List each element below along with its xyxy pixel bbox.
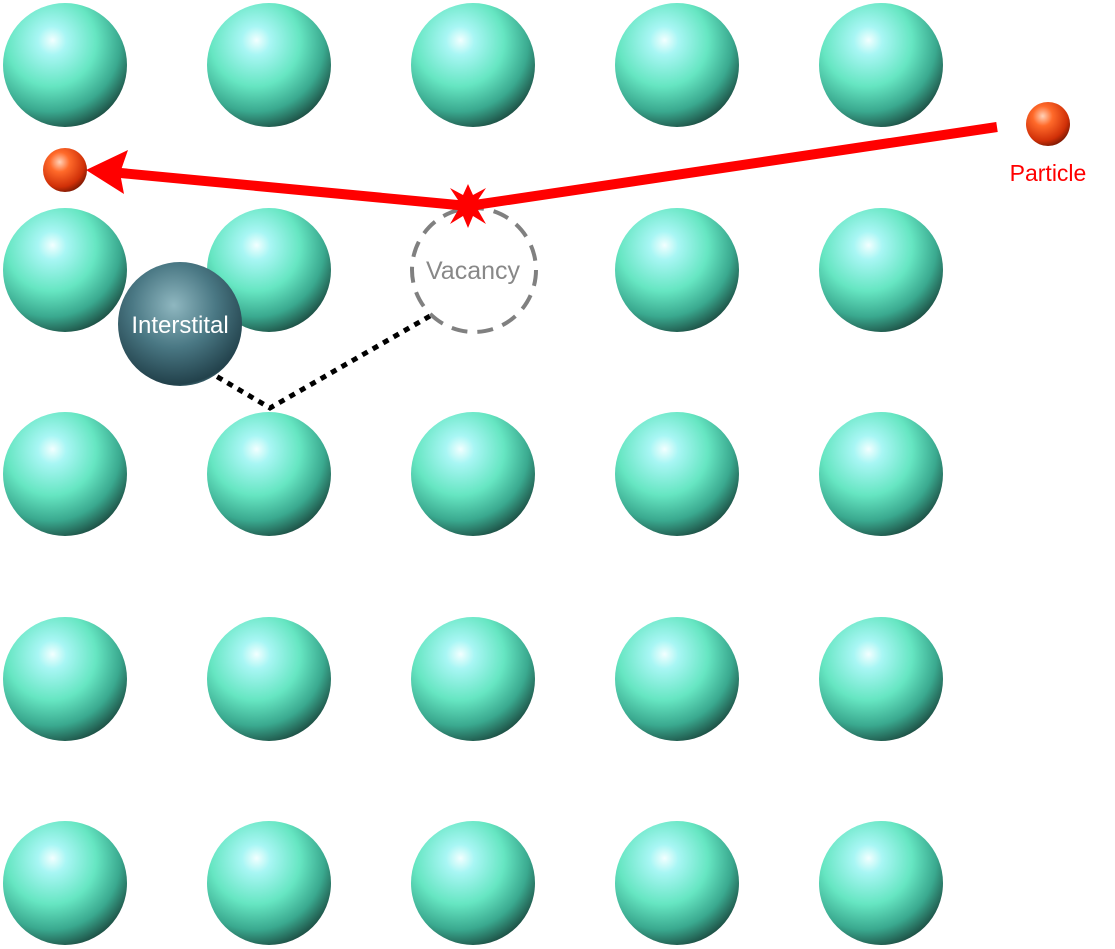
vacancy-label: Vacancy [426,257,521,285]
lattice-atom [3,617,127,741]
lattice-atom [615,412,739,536]
trajectory-incoming [467,122,998,211]
lattice-atoms [3,3,943,945]
displacement-path [214,313,432,411]
lattice-atom [819,208,943,332]
lattice-atom [411,412,535,536]
interstitial-atom: Interstital [118,262,242,386]
lattice-atom [207,3,331,127]
lattice-atom [819,617,943,741]
lattice-atom [615,617,739,741]
lattice-atom [207,821,331,945]
lattice-atom [819,821,943,945]
particle-label: Particle [1010,160,1087,186]
lattice-atom [207,412,331,536]
lattice-atom [411,617,535,741]
lattice-atom [411,821,535,945]
lattice-atom [819,3,943,127]
particle-trajectory [86,122,998,228]
interstitial-label: Interstital [131,312,228,339]
lattice-atom [615,3,739,127]
vacancy-site: Vacancy [410,206,538,334]
lattice-atom [411,3,535,127]
lattice-atom [3,3,127,127]
scattered-particle [43,148,87,192]
lattice-atom [819,412,943,536]
trajectory-outgoing [109,167,469,211]
lattice-atom [3,208,127,332]
lattice-atom [3,412,127,536]
incoming-particle [1026,102,1070,146]
lattice-atom [615,821,739,945]
lattice-atom [207,617,331,741]
lattice-atom [3,821,127,945]
lattice-atom [207,208,331,332]
collision-burst-icon [446,184,490,228]
lattice-atom [615,208,739,332]
arrowhead-icon [86,150,128,194]
